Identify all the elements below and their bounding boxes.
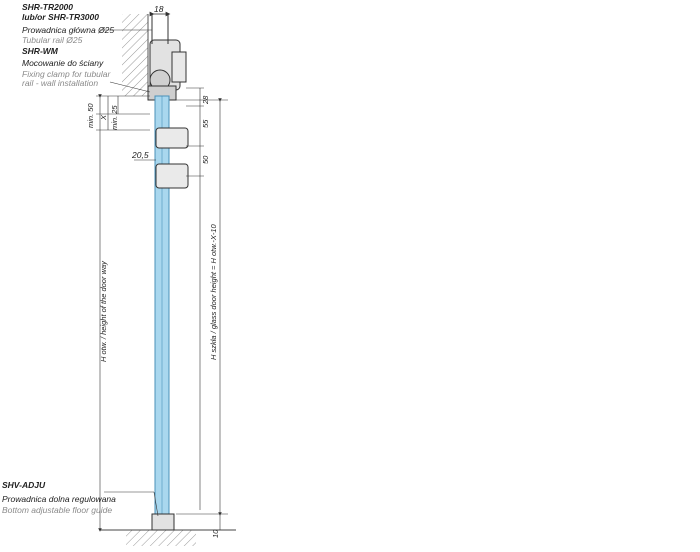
floor-hatch <box>126 530 196 546</box>
label-rail-pl: Prowadnica główna Ø25 <box>22 25 115 35</box>
label-adju-pl: Prowadnica dolna regulowana <box>2 494 116 504</box>
dim-50: 50 <box>201 155 210 164</box>
dim-min25: min. 25 <box>110 105 119 130</box>
label-wm-en2: rail - wall installation <box>22 78 99 88</box>
dim-h-door: H otw. / height of the door way <box>99 260 108 362</box>
dim-top-width: 18 <box>154 4 164 14</box>
roller-box <box>171 51 187 83</box>
dim-55: 55 <box>201 119 210 128</box>
label-tr-alt: lub/or SHR-TR3000 <box>22 12 99 22</box>
dim-x: X <box>99 114 108 121</box>
dim-bottom: 10 <box>211 529 220 538</box>
label-wm-en1: Fixing clamp for tubular <box>22 69 111 79</box>
label-adju-en: Bottom adjustable floor guide <box>2 505 113 515</box>
dim-20-5: 20,5 <box>132 150 149 160</box>
label-adju-code: SHV-ADJU <box>2 480 46 490</box>
label-tr-code: SHR-TR2000 <box>22 2 74 12</box>
floor-guide <box>151 513 175 531</box>
glass-clamp-1 <box>155 127 189 149</box>
label-wm-pl: Mocowanie do ściany <box>22 58 104 68</box>
dim-min50: min. 50 <box>86 103 95 128</box>
label-rail-en: Tubular rail Ø25 <box>22 35 83 45</box>
label-wm-code: SHR-WM <box>22 46 58 56</box>
dim-28: 28 <box>201 95 210 105</box>
wall-hatch <box>122 14 148 96</box>
glass-clamp-2 <box>155 163 189 189</box>
dim-h-glass: H szkła / glass door height = H otw.-X-1… <box>209 223 218 360</box>
